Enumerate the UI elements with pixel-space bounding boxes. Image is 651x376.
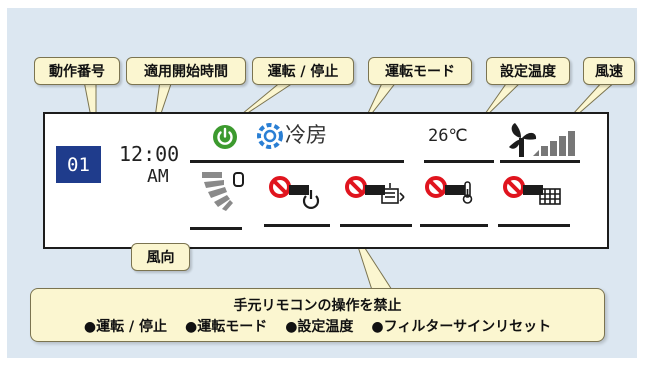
note-item-filter-reset: ●フィルターサインリセット <box>371 319 552 335</box>
underline-mode <box>190 160 404 163</box>
prohibit-filter-icon <box>503 176 561 205</box>
fan-speed-icon <box>509 123 575 157</box>
callout-operation-number-label: 動作番号 <box>49 64 105 80</box>
callout-start-time: 適用開始時間 <box>126 57 246 85</box>
callout-set-temp: 設定温度 <box>486 57 570 85</box>
underline-louver <box>190 227 242 230</box>
mode-label: 冷房 <box>285 123 327 147</box>
callout-operation-number: 動作番号 <box>34 57 120 85</box>
operation-number-box: 01 <box>56 146 101 183</box>
callout-wind-direction-label: 風向 <box>146 250 175 266</box>
note-item-run-stop: ●運転 / 停止 <box>83 319 167 335</box>
fan-speed-bars-icon <box>533 131 575 156</box>
callout-start-time-label: 適用開始時間 <box>144 64 228 80</box>
callout-run-stop: 運転 / 停止 <box>252 57 354 85</box>
temperature: 26℃ <box>428 126 468 146</box>
prohibit-mode-icon <box>345 176 405 204</box>
prohibition-note-items: ●運転 / 停止 ●運転モード ●設定温度 ●フィルターサインリセット <box>31 316 604 336</box>
callout-set-temp-label: 設定温度 <box>500 64 556 80</box>
callout-fan-speed-label: 風速 <box>595 64 623 80</box>
note-item-set-temp: ●設定温度 <box>285 319 354 335</box>
callout-run-stop-label: 運転 / 停止 <box>267 64 339 80</box>
prohibition-note-title: 手元リモコンの操作を禁止 <box>233 298 402 314</box>
prohibit-temperature-icon <box>425 176 473 204</box>
prohibition-note: 手元リモコンの操作を禁止 ●運転 / 停止 ●運転モード ●設定温度 ●フィルタ… <box>30 288 605 342</box>
callout-run-mode-label: 運転モード <box>385 64 455 80</box>
fan-icon <box>509 123 537 157</box>
callout-run-mode: 運転モード <box>368 57 472 85</box>
callout-fan-speed: 風速 <box>583 57 635 85</box>
callout-wind-direction: 風向 <box>131 243 190 271</box>
underline-prohibit-mode <box>340 224 412 227</box>
louver-icon <box>202 172 244 211</box>
underline-prohibit-temp <box>420 224 488 227</box>
snowflake-icon <box>257 123 283 149</box>
operation-number: 01 <box>67 153 90 176</box>
start-time-ampm: AM <box>147 166 169 187</box>
underline-prohibit-filter <box>498 224 570 227</box>
underline-prohibit-power <box>264 224 330 227</box>
power-icon <box>213 125 237 149</box>
start-time: 12:00 <box>119 142 180 166</box>
note-item-run-mode: ●運転モード <box>184 319 268 335</box>
underline-temp <box>424 160 494 163</box>
prohibit-power-icon <box>269 176 320 209</box>
underline-fan <box>500 160 580 163</box>
